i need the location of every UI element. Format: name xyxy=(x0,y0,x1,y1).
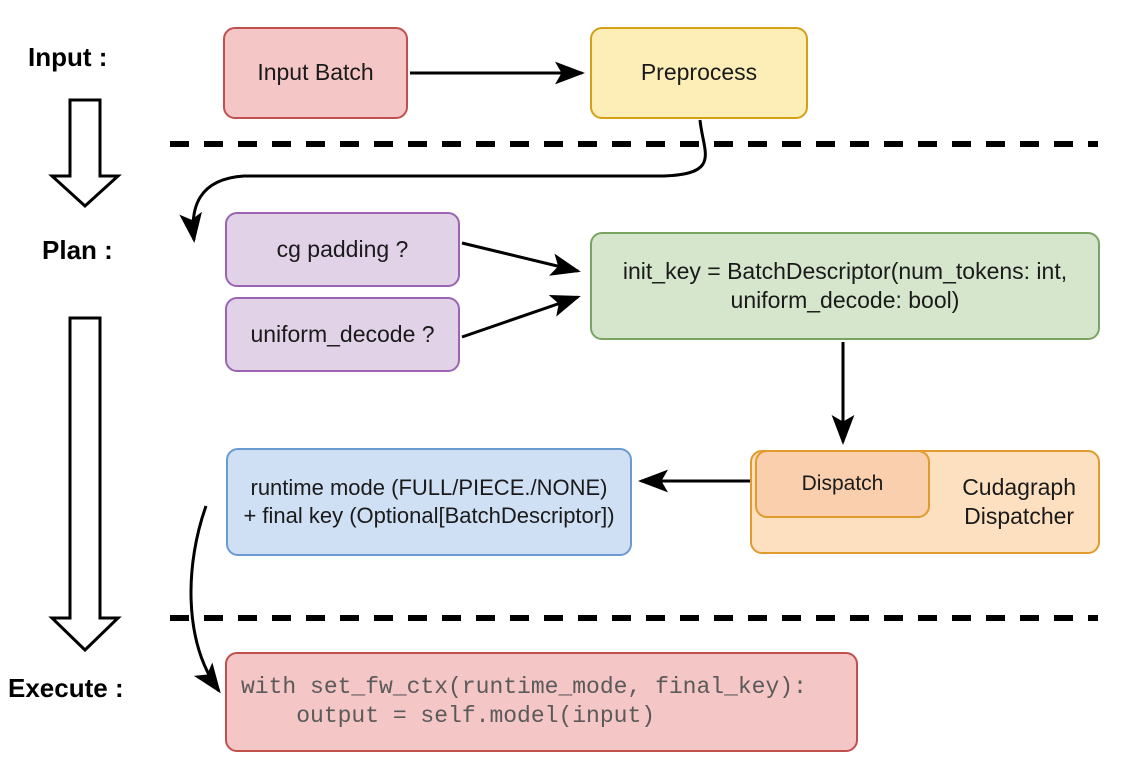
node-execute-code[interactable]: with set_fw_ctx(runtime_mode, final_key)… xyxy=(225,652,858,752)
node-dispatch[interactable]: Dispatch xyxy=(755,450,930,518)
node-cg-padding[interactable]: cg padding ? xyxy=(225,212,460,287)
stage-label-plan: Plan : xyxy=(42,235,113,265)
node-edges xyxy=(179,61,855,694)
node-init-key-batch-descriptor[interactable]: init_key = BatchDescriptor(num_tokens: i… xyxy=(590,232,1100,340)
node-uniform-decode[interactable]: uniform_decode ? xyxy=(225,297,460,372)
stage-label-execute: Execute : xyxy=(8,673,124,703)
node-input-batch[interactable]: Input Batch xyxy=(223,27,408,119)
plan-to-execute-arrow xyxy=(48,316,122,653)
stage-label-input: Input : xyxy=(28,42,108,72)
stage-flow-arrows xyxy=(48,98,122,653)
input-to-plan-arrow xyxy=(48,98,122,209)
edge-uniform-decode-to-init-key xyxy=(461,295,581,339)
edge-runtime-mode-to-code xyxy=(189,505,221,694)
edge-preprocess-to-cg-padding xyxy=(179,119,707,243)
edge-cg-padding-to-init-key xyxy=(461,241,581,276)
node-preprocess[interactable]: Preprocess xyxy=(590,27,808,119)
node-runtime-mode[interactable]: runtime mode (FULL/PIECE./NONE) + final … xyxy=(226,448,632,556)
stage-separators xyxy=(170,141,1098,621)
